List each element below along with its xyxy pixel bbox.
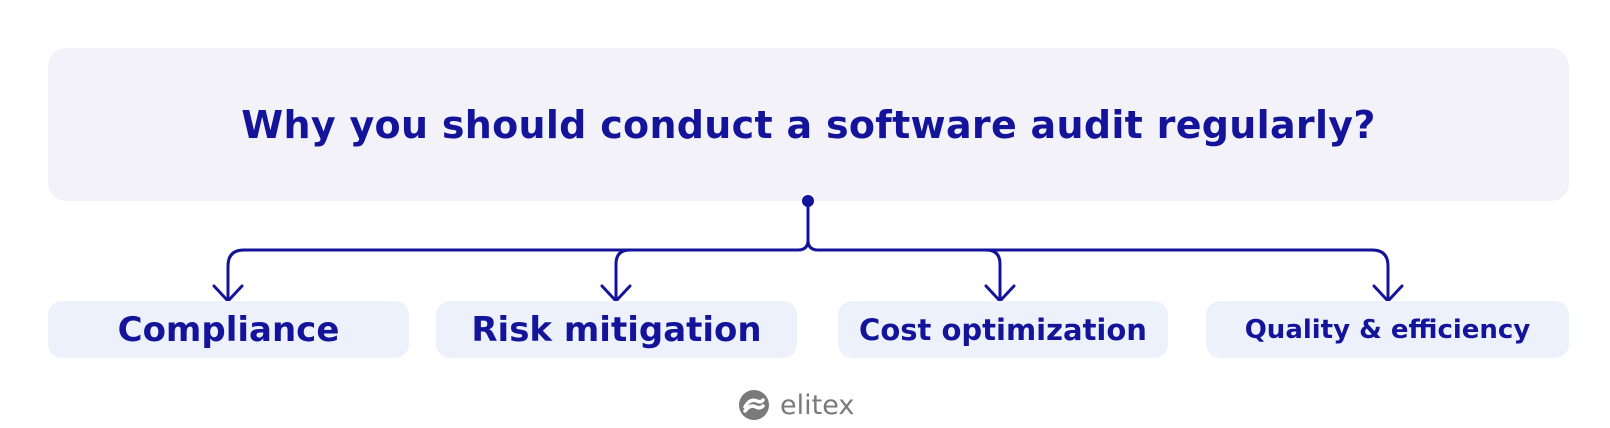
branch-compliance: Compliance bbox=[48, 301, 409, 358]
connector-risk bbox=[614, 248, 632, 302]
elitex-logo: elitex bbox=[738, 388, 854, 422]
branch-risk-mitigation: Risk mitigation bbox=[436, 301, 797, 358]
elitex-logo-icon bbox=[739, 390, 769, 420]
branch-label: Risk mitigation bbox=[471, 309, 762, 350]
logo-text: elitex bbox=[780, 389, 855, 421]
branch-label: Cost optimization bbox=[859, 312, 1147, 347]
title-box: Why you should conduct a software audit … bbox=[48, 48, 1569, 201]
connector-compliance bbox=[226, 199, 810, 302]
branch-label: Compliance bbox=[117, 309, 340, 350]
connector-quality bbox=[806, 199, 1390, 302]
branch-label: Quality & efficiency bbox=[1244, 314, 1531, 345]
connector-cost bbox=[984, 248, 1002, 302]
diagram-title: Why you should conduct a software audit … bbox=[241, 102, 1376, 147]
branch-quality-efficiency: Quality & efficiency bbox=[1206, 301, 1569, 358]
branch-cost-optimization: Cost optimization bbox=[838, 301, 1168, 358]
